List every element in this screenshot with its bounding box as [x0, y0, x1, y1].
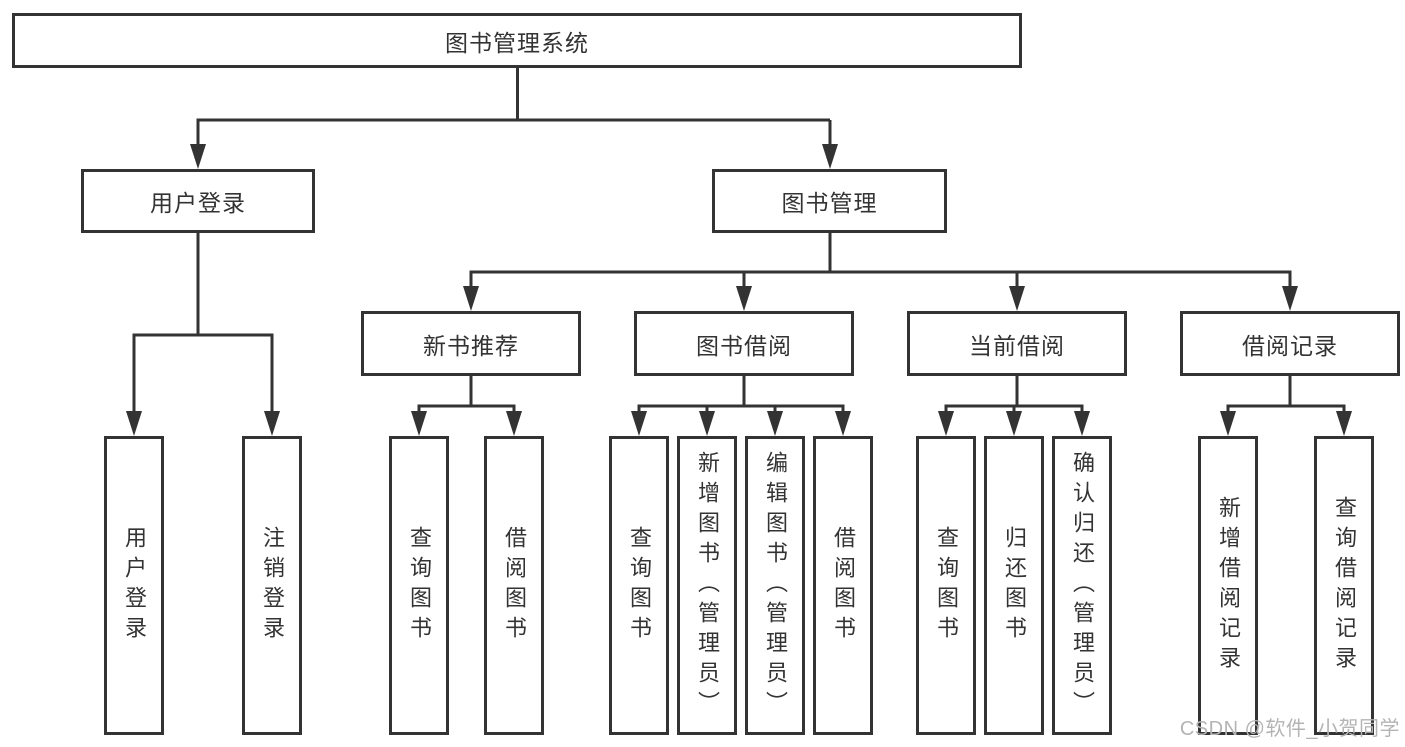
arrowhead-icon [822, 144, 838, 169]
node-book-management: 图书管理 [712, 169, 947, 233]
leaf-query-borrow-record: 查询借阅记录 [1314, 436, 1374, 735]
arrowhead-icon [1009, 286, 1025, 311]
node-label: 注销登录 [260, 525, 285, 646]
leaf-return-books: 归还图书 [984, 436, 1044, 735]
arrowhead-icon [835, 411, 851, 436]
leaf-edit-books-admin: 编辑图书（管理员） [745, 436, 805, 735]
node-label: 图书管理系统 [445, 29, 589, 56]
arrowhead-icon [463, 286, 479, 311]
connector-current-borrowing-to-leaves [938, 375, 1090, 436]
node-label: 图书借阅 [696, 332, 792, 359]
arrowhead-icon [264, 411, 280, 436]
arrowhead-icon [938, 411, 954, 436]
leaf-query-books-current: 查询图书 [916, 436, 976, 735]
node-label: 用户登录 [122, 525, 147, 646]
watermark: CSDN @软件_小贺同学 [1179, 718, 1400, 740]
leaf-query-books-recommend: 查询图书 [389, 436, 449, 735]
node-label: 借阅图书 [831, 525, 856, 646]
node-label: 查询图书 [407, 525, 432, 646]
leaf-add-borrow-record: 新增借阅记录 [1198, 436, 1258, 735]
node-label: 新增借阅记录 [1216, 495, 1241, 676]
node-label: 新增图书（管理员） [695, 450, 720, 721]
arrowhead-icon [126, 411, 142, 436]
arrowhead-icon [1336, 411, 1352, 436]
arrowhead-icon [506, 411, 522, 436]
leaf-confirm-return-admin: 确认归还（管理员） [1052, 436, 1112, 735]
arrowhead-icon [631, 411, 647, 436]
arrowhead-icon [1006, 411, 1022, 436]
connector-book-borrowing-to-leaves [631, 375, 851, 436]
leaf-query-books-borrowing: 查询图书 [609, 436, 669, 735]
node-label: 查询图书 [627, 525, 652, 646]
leaf-borrow-books-borrowing: 借阅图书 [813, 436, 873, 735]
connector-borrowing-records-to-leaves [1220, 375, 1352, 436]
arrowhead-icon [1220, 411, 1236, 436]
node-label: 图书管理 [781, 190, 878, 216]
connector-new-book-recommendation-to-leaves [411, 375, 522, 436]
node-label: 借阅图书 [502, 525, 527, 646]
connector-book-management-to-level3 [463, 231, 1298, 311]
node-label: 编辑图书（管理员） [763, 450, 788, 721]
node-label: 当前借阅 [969, 332, 1065, 359]
node-label: 查询图书 [934, 525, 959, 646]
node-label: 用户登录 [150, 190, 246, 216]
arrowhead-icon [411, 411, 427, 436]
leaf-user-login: 用户登录 [104, 436, 164, 735]
node-label: 查询借阅记录 [1332, 495, 1357, 676]
node-user-login: 用户登录 [81, 169, 315, 233]
leaf-logout: 注销登录 [242, 436, 302, 735]
node-current-borrowing: 当前借阅 [907, 311, 1127, 376]
arrowhead-icon [767, 411, 783, 436]
leaf-add-books-admin: 新增图书（管理员） [677, 436, 737, 735]
arrowhead-icon [1282, 286, 1298, 311]
node-borrowing-records: 借阅记录 [1180, 311, 1400, 376]
connector-root-to-level2 [190, 66, 838, 169]
arrowhead-icon [190, 144, 206, 169]
arrowhead-icon [736, 286, 752, 311]
node-library-management-system: 图书管理系统 [12, 13, 1022, 68]
leaf-borrow-books-recommend: 借阅图书 [484, 436, 544, 735]
node-book-borrowing: 图书借阅 [634, 311, 854, 376]
arrowhead-icon [699, 411, 715, 436]
connector-user-login-to-leaves [126, 231, 280, 436]
node-label: 新书推荐 [423, 332, 519, 359]
node-label: 确认归还（管理员） [1070, 450, 1095, 721]
arrowhead-icon [1074, 411, 1090, 436]
node-new-book-recommendation: 新书推荐 [361, 311, 581, 376]
node-label: 借阅记录 [1242, 332, 1338, 359]
node-label: 归还图书 [1002, 525, 1027, 646]
